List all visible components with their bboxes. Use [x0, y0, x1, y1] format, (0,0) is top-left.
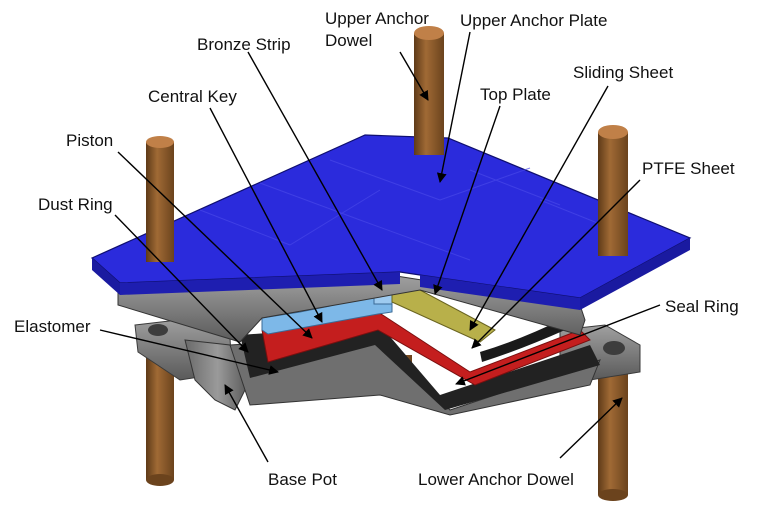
labels: Upper Anchor Dowel Upper Anchor Plate Br…	[14, 9, 739, 489]
label-lower-anchor-dowel: Lower Anchor Dowel	[418, 470, 574, 489]
seal-ring-shape	[480, 318, 565, 362]
elastomer-layer	[261, 311, 591, 386]
upper-anchor-plate	[90, 134, 692, 310]
leader-piston	[117, 151, 313, 339]
bolt-left	[148, 324, 168, 336]
label-upper-anchor-plate: Upper Anchor Plate	[460, 11, 607, 30]
bolt-right	[603, 341, 625, 355]
upper-dowel-center	[414, 33, 444, 155]
upper-plate-edge-left	[92, 258, 120, 295]
upper-dowel-center-top	[414, 26, 444, 40]
label-base-pot: Base Pot	[268, 470, 337, 489]
upper-plate-edge-front	[120, 272, 400, 295]
plate-panel-lines	[199, 159, 621, 261]
label-upper-anchor-dowel-1: Upper Anchor	[325, 9, 429, 28]
leader-lines	[99, 31, 661, 463]
lower-dowel-right-end	[598, 489, 628, 501]
upper-dowel-right-top	[598, 125, 628, 139]
inner-pot-section	[240, 325, 600, 410]
leader-upper-anchor-plate	[436, 31, 471, 183]
label-top-plate: Top Plate	[480, 85, 551, 104]
leader-sliding-sheet	[469, 85, 609, 331]
leader-ptfe-sheet	[471, 179, 641, 349]
label-ptfe-sheet: PTFE Sheet	[642, 159, 735, 178]
leader-lower-anchor-dowel	[559, 397, 623, 459]
leader-seal-ring	[455, 304, 661, 386]
upper-plate-edge-far	[580, 238, 690, 310]
upper-dowel-right	[598, 132, 628, 256]
upper-dowel-left-top	[146, 136, 174, 148]
label-sliding-sheet: Sliding Sheet	[573, 63, 673, 82]
label-bronze-strip: Bronze Strip	[197, 35, 291, 54]
label-piston: Piston	[66, 131, 113, 150]
label-seal-ring: Seal Ring	[665, 297, 739, 316]
leader-base-pot	[224, 384, 269, 463]
upper-anchor-dowels	[146, 26, 628, 262]
label-central-key: Central Key	[148, 87, 237, 106]
leader-elastomer	[99, 329, 279, 375]
label-elastomer: Elastomer	[14, 317, 91, 336]
leader-top-plate	[433, 105, 501, 295]
leader-upper-anchor-dowel	[399, 51, 429, 101]
label-dust-ring: Dust Ring	[38, 195, 113, 214]
lower-dowel-right	[598, 360, 628, 495]
leader-central-key	[209, 107, 323, 323]
upper-plate-edge-right	[420, 275, 580, 310]
lower-dowel-left-end	[146, 474, 174, 486]
leader-dust-ring	[114, 214, 249, 353]
label-upper-anchor-dowel-2: Dowel	[325, 31, 372, 50]
leader-bronze-strip	[247, 51, 383, 291]
